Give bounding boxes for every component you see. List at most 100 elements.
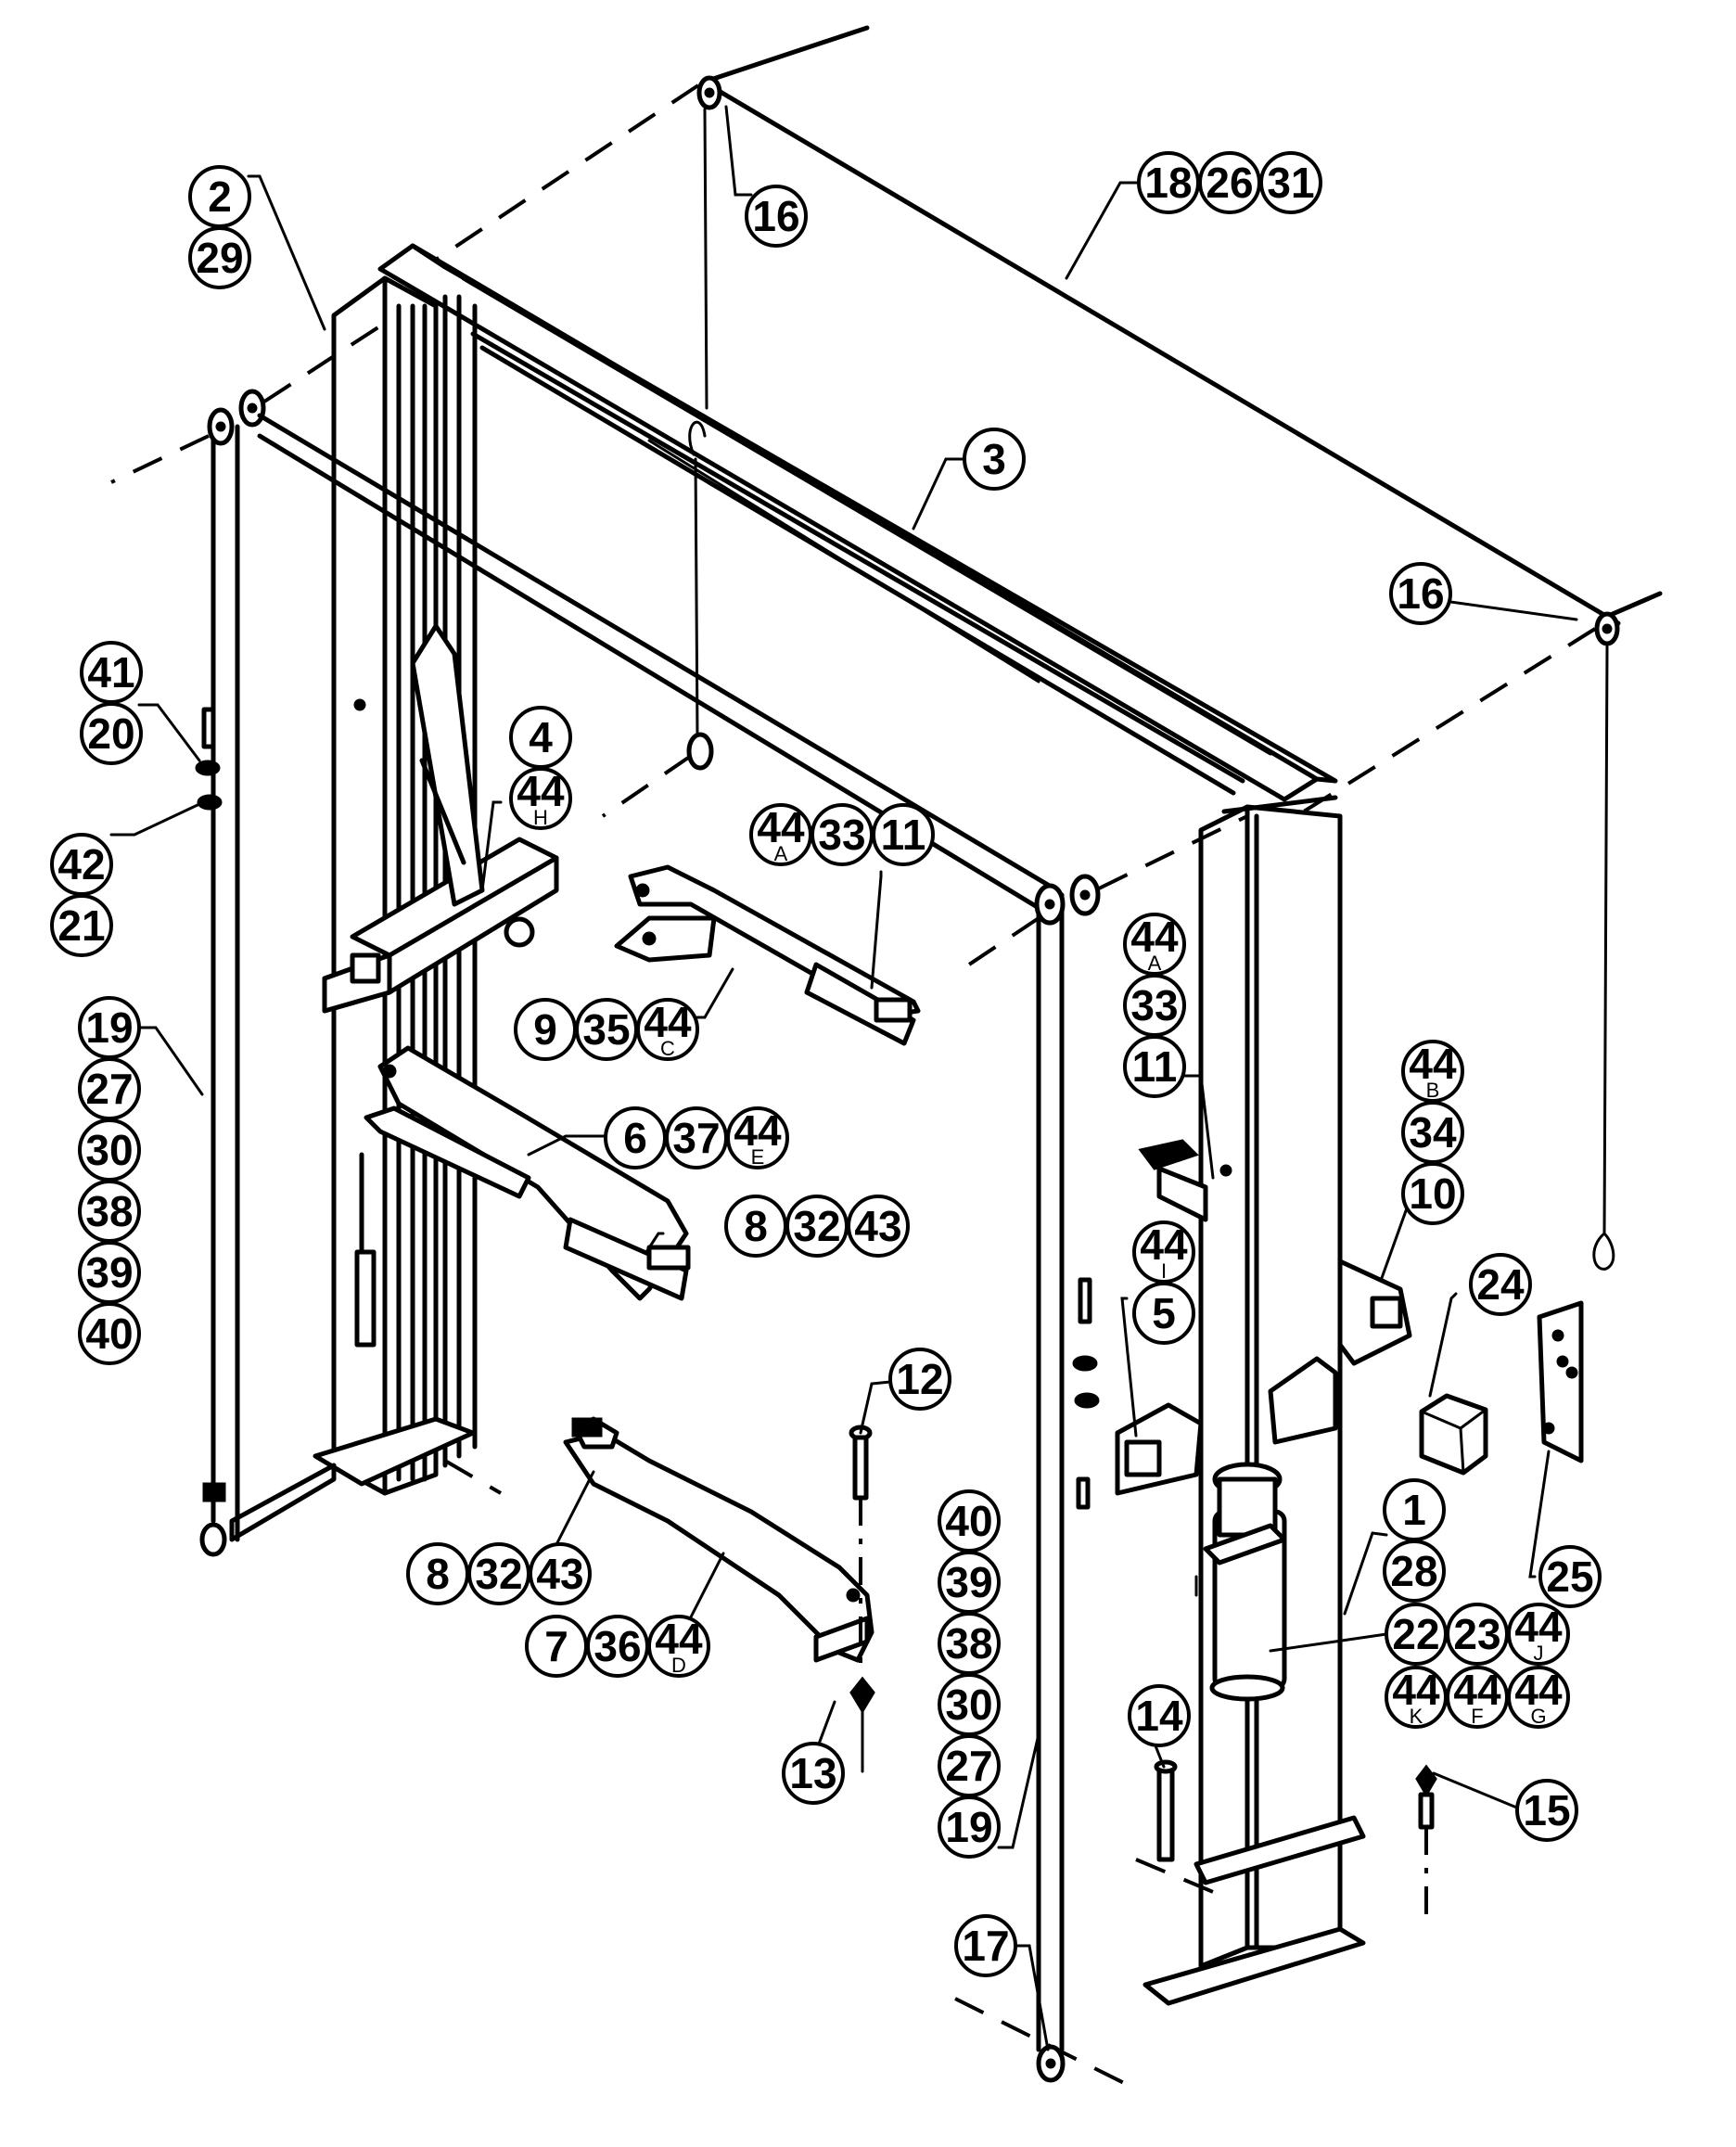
callout-circle (963, 428, 1026, 491)
callout-number: 20 (87, 709, 134, 758)
callout-group-25: 25 (1538, 1545, 1602, 1608)
callout-number: 28 (1390, 1547, 1437, 1595)
callout-number: 10 (1409, 1169, 1456, 1218)
callout-circle (1123, 1035, 1186, 1098)
callout-subletter: E (751, 1145, 765, 1169)
callout-number: 11 (881, 811, 926, 859)
callout-circle (938, 1796, 1001, 1859)
callout-number: 34 (1409, 1108, 1457, 1157)
callout-circle (80, 702, 143, 765)
callout-number: 24 (1476, 1260, 1525, 1309)
callout-subletter: K (1410, 1705, 1423, 1728)
callout-number: 32 (793, 1202, 840, 1250)
callout-subletter: D (671, 1654, 686, 1677)
cover-plate (1537, 1300, 1584, 1463)
callout-number: 18 (1144, 159, 1192, 207)
callout-subletter: G (1530, 1705, 1546, 1728)
callout-group-3: 3 (963, 428, 1026, 491)
callout-number: 14 (1135, 1692, 1183, 1740)
callout-circle (1507, 1666, 1570, 1729)
callout-number: 8 (744, 1202, 768, 1250)
callout-number: 29 (196, 234, 243, 282)
callout-number: 44 (655, 1615, 703, 1663)
callout-number: 6 (623, 1114, 647, 1162)
callout-number: 5 (1152, 1289, 1176, 1337)
callout-number: 43 (854, 1202, 901, 1250)
callout-group-14: 14 (1128, 1684, 1191, 1747)
callout-number: 41 (87, 648, 134, 696)
callout-number: 44 (1392, 1666, 1440, 1714)
callout-number: 32 (475, 1550, 522, 1598)
callout-subletter: H (533, 806, 548, 829)
callout-circle (647, 1615, 710, 1678)
callout-number: 21 (57, 901, 105, 950)
callout-number: 40 (85, 1310, 133, 1358)
callout-number: 44 (1140, 1220, 1188, 1269)
callout-number: 33 (818, 811, 865, 859)
callout-circle (1259, 151, 1322, 214)
switch-box (1419, 1393, 1488, 1476)
callout-number: 44 (1514, 1666, 1563, 1714)
callout-number: 22 (1392, 1610, 1439, 1658)
rear-arm-left (614, 864, 921, 1046)
callout-circle (847, 1195, 910, 1258)
callout-circle (872, 803, 935, 866)
callout-number: 25 (1546, 1553, 1593, 1601)
callout-number: 1 (1402, 1486, 1426, 1534)
callout-number: 27 (85, 1065, 133, 1113)
callout-circle (1538, 1545, 1602, 1608)
front-arm-right (563, 1416, 874, 1663)
callout-number: 44 (1453, 1666, 1501, 1714)
callout-circle (1132, 1282, 1195, 1345)
callout-group-12: 12 (888, 1348, 951, 1411)
callout-number: 42 (57, 840, 105, 888)
callout-number: 4 (529, 713, 553, 761)
callout-number: 23 (1453, 1610, 1500, 1658)
callout-circle (745, 185, 808, 248)
callout-number: 43 (536, 1550, 583, 1598)
top-pulley-left (696, 75, 722, 410)
callout-circle (1515, 1779, 1578, 1842)
callout-circle (782, 1742, 845, 1805)
callout-group-13: 13 (782, 1742, 845, 1805)
callout-number: 19 (945, 1803, 992, 1851)
callout-number: 12 (896, 1355, 943, 1403)
callout-number: 16 (752, 192, 799, 240)
callout-number: 17 (962, 1922, 1009, 1970)
callout-circle (726, 1106, 789, 1169)
callout-number: 36 (594, 1622, 641, 1670)
hydraulic-cylinder (1194, 1462, 1287, 1702)
callout-number: 19 (85, 1003, 133, 1052)
callout-group-8-32-43-upper: 8 32 43 (724, 1195, 910, 1258)
callout-number: 33 (1130, 981, 1178, 1029)
callout-circle (1507, 1603, 1570, 1666)
callout-group-15: 15 (1515, 1779, 1578, 1842)
callout-circle (50, 894, 113, 957)
callout-number: 38 (945, 1619, 992, 1668)
callout-group-1-28: 128 (1383, 1478, 1446, 1603)
callout-circle (954, 1914, 1017, 1977)
callout-subletter: B (1426, 1079, 1440, 1102)
callout-number: 15 (1523, 1786, 1570, 1834)
anchor-bolt (1154, 1759, 1178, 1862)
top-pulley-right (1592, 611, 1620, 1271)
hydraulic-fitting (1415, 1764, 1437, 1924)
callout-number: 2 (208, 173, 232, 221)
callout-number: 13 (789, 1749, 836, 1797)
callout-subletter: A (1148, 952, 1162, 975)
callout-circle (1389, 562, 1452, 625)
callout-number: 35 (582, 1005, 630, 1054)
callout-number: 30 (85, 1126, 133, 1174)
callout-circle (636, 998, 699, 1061)
